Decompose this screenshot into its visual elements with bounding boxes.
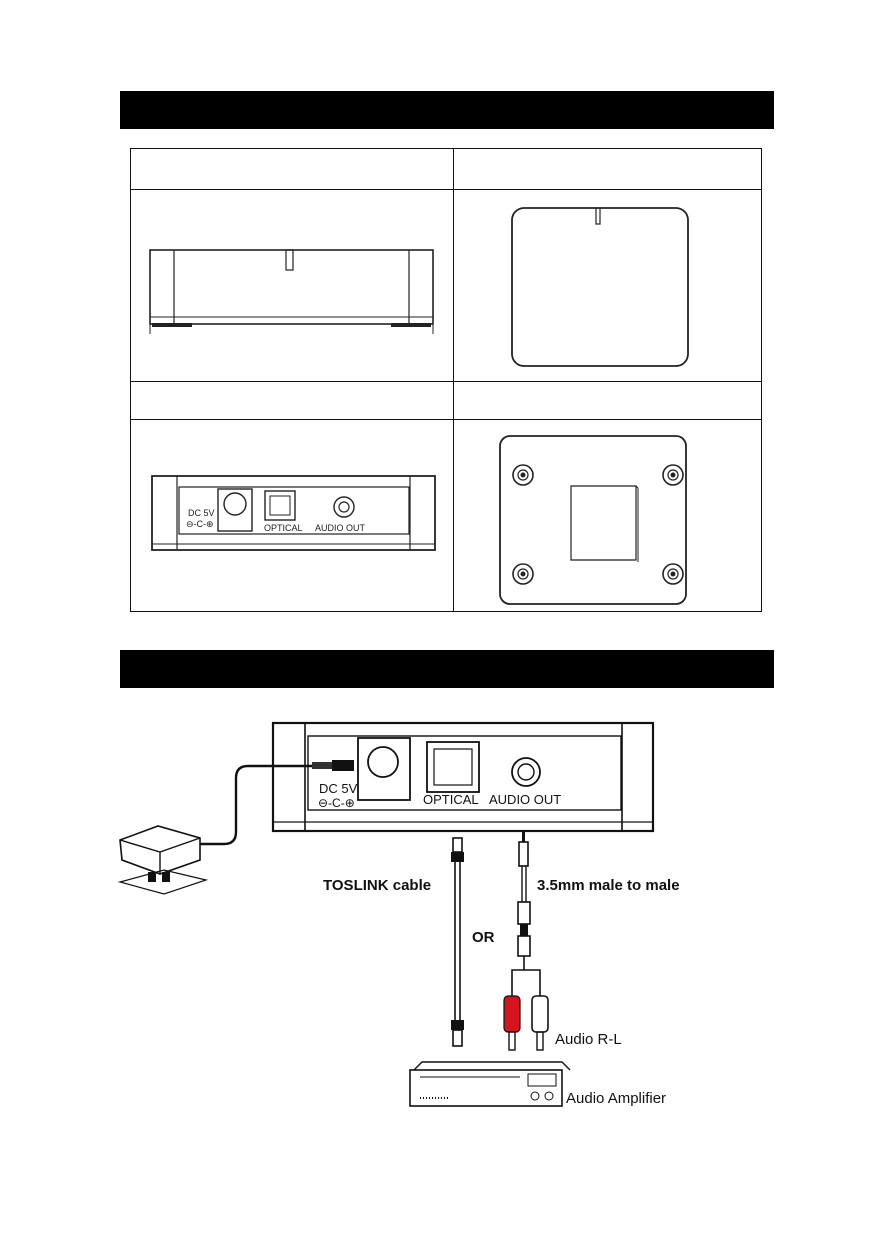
table-header-front-view — [131, 149, 453, 189]
rear-dc-polarity-icon: ⊖-C-⊕ — [186, 519, 214, 529]
power-adapter — [117, 760, 354, 895]
diagram-optical-label: OPTICAL — [423, 792, 479, 807]
dc-polarity-icon: ⊖-C-⊕ — [318, 796, 355, 810]
table-header-top-view — [454, 149, 763, 189]
top-view-drawing — [511, 207, 689, 367]
toslink-label: TOSLINK cable — [323, 877, 431, 894]
connection-diagram: DC 5V ⊖-C-⊕ OPTICAL AUDIO OUT TOSLINK ca… — [117, 721, 680, 1107]
table-header-rear-view — [131, 382, 453, 419]
or-label: OR — [472, 929, 495, 946]
aux-cable-label: 3.5mm male to male — [537, 877, 680, 894]
bottom-view-drawing — [499, 435, 687, 605]
diagram-dc-label: DC 5V — [319, 781, 358, 796]
product-views-table: DC 5V ⊖-C-⊕ OPTICAL AUDIO OUT — [130, 148, 762, 612]
rca-label: Audio R-L — [555, 1031, 622, 1048]
front-view-drawing — [149, 249, 434, 334]
table-header-bottom-view — [454, 382, 763, 419]
rear-audio-out-label: AUDIO OUT — [315, 523, 366, 533]
rear-view-drawing: DC 5V ⊖-C-⊕ OPTICAL AUDIO OUT — [151, 475, 436, 551]
rear-optical-label: OPTICAL — [264, 523, 303, 533]
audio-cable: 3.5mm male to male OR Audio R-L — [472, 832, 680, 1051]
rear-dc-label: DC 5V — [188, 508, 215, 518]
device-rear-panel: DC 5V ⊖-C-⊕ OPTICAL AUDIO OUT — [271, 721, 655, 833]
section-header-bar-1 — [120, 91, 774, 129]
toslink-cable: TOSLINK cable — [323, 837, 464, 1047]
audio-amplifier: Audio Amplifier — [409, 1061, 666, 1107]
amplifier-label: Audio Amplifier — [566, 1090, 666, 1107]
diagram-audio-out-label: AUDIO OUT — [489, 792, 561, 807]
section-header-bar-2 — [120, 650, 774, 688]
